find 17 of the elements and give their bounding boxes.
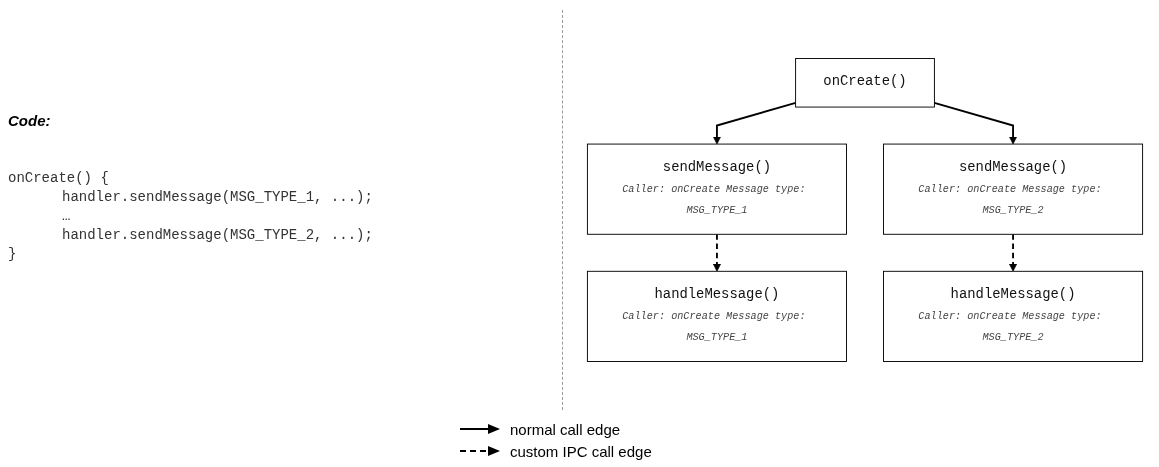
node-box: sendMessage() Caller: onCreate Message type: MSG_TYPE_1 (586, 143, 847, 235)
node-box: handleMessage() Caller: onCreate Message type: MSG_TYPE_2 (883, 270, 1144, 362)
arrow (933, 101, 1018, 145)
heading: Code: (8, 112, 51, 129)
arrow (712, 233, 721, 272)
arrow (1009, 233, 1018, 272)
code-line: handler.sendMessage(MSG_TYPE_1, ...); (62, 189, 373, 205)
node-box: handleMessage() Caller: onCreate Message type: MSG_TYPE_1 (586, 270, 847, 362)
node-box: sendMessage() Caller: onCreate Message type: MSG_TYPE_2 (883, 143, 1144, 235)
legend-text: custom IPC call edge (510, 442, 652, 460)
code-line: } (8, 246, 17, 262)
code-line: handler.sendMessage(MSG_TYPE_2, ...); (62, 227, 373, 243)
node-box: onCreate() (795, 58, 935, 108)
legend-text: normal call edge (510, 420, 621, 438)
code-line: onCreate() { (8, 170, 109, 186)
arrow (712, 101, 797, 145)
code-line: … (62, 208, 71, 224)
